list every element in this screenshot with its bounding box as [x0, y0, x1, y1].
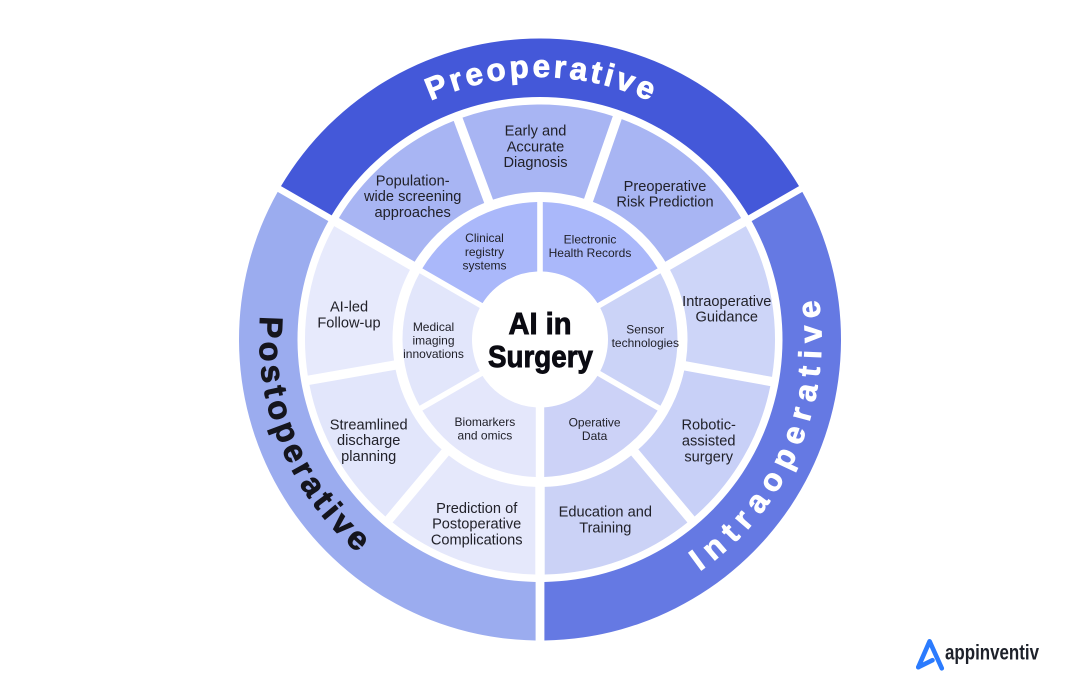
svg-text:AI in: AI in [509, 306, 572, 341]
svg-text:appinventiv: appinventiv [945, 642, 1039, 665]
svg-text:Surgery: Surgery [488, 339, 594, 374]
